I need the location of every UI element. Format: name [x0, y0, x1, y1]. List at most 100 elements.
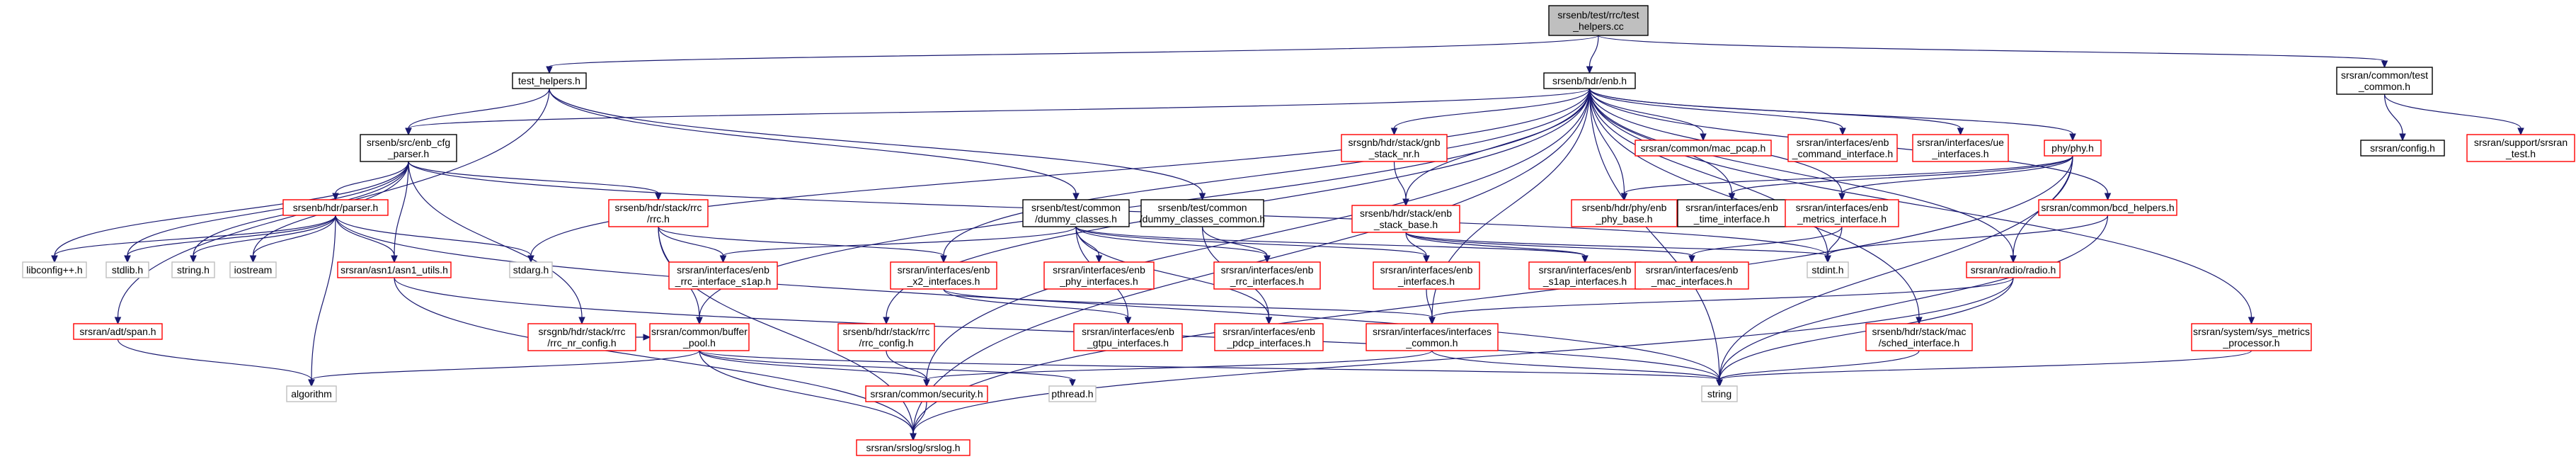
- edge-arrowhead: [1957, 128, 1964, 136]
- edge-arrowhead: [1069, 379, 1076, 387]
- edge-enb_cfg_parser-to-rrc_nr_config: [408, 161, 585, 325]
- node-rrc[interactable]: srsenb/hdr/stack/rrc/rrc.h: [608, 199, 709, 227]
- node-stdint[interactable]: stdint.h: [1807, 261, 1849, 278]
- edge-line: [926, 88, 1591, 380]
- node-label: _pool.h: [682, 337, 716, 348]
- node-radio[interactable]: srsran/radio/radio.h: [1966, 261, 2061, 278]
- node-enb[interactable]: srsenb/hdr/enb.h: [1543, 72, 1636, 89]
- node-enb-x2[interactable]: srsran/interfaces/enb_x2_interfaces.h: [890, 261, 997, 290]
- node-string[interactable]: string: [1701, 385, 1738, 402]
- node-string-h[interactable]: string.h: [171, 261, 215, 278]
- edge-arrowhead: [1824, 255, 1831, 264]
- node-mac-sched-iface[interactable]: srsenb/hdr/stack/mac/sched_interface.h: [1865, 323, 1973, 351]
- edge-enb-to-stdarg: [527, 88, 1591, 264]
- node-label: srsran/interfaces/interfaces: [1373, 326, 1492, 337]
- node-enb-rrc-s1ap[interactable]: srsran/interfaces/enb_rrc_interface_s1ap…: [668, 261, 778, 290]
- node-enb-metrics-iface[interactable]: srsran/interfaces/enb_metrics_interface.…: [1785, 199, 1899, 227]
- node-label: /sched_interface.h: [1879, 337, 1959, 348]
- edge-line: [1431, 277, 2014, 318]
- node-enb-phy-ifaces[interactable]: srsran/interfaces/enb_phy_interfaces.h: [1043, 261, 1155, 290]
- node-parser[interactable]: srsenb/hdr/parser.h: [282, 199, 389, 216]
- edge-arrowhead: [1124, 317, 1132, 325]
- node-box: [1966, 261, 2061, 278]
- node-box: [229, 261, 277, 278]
- node-iostream[interactable]: iostream: [229, 261, 277, 278]
- node-gnb-stack[interactable]: srsgnb/hdr/stack/gnb_stack_nr.h: [1341, 134, 1448, 162]
- edge-line: [1588, 88, 2073, 135]
- edge-line: [1719, 350, 2252, 380]
- edge-arrowhead: [1429, 317, 1436, 325]
- edge-arrowhead: [578, 317, 585, 325]
- edge-enb-to-gnb_stack: [1390, 88, 1591, 136]
- node-sys-metrics[interactable]: srsran/system/sys_metrics_processor.h: [2191, 323, 2312, 351]
- edge-parser-to-asn1_utils: [335, 215, 398, 264]
- edge-buffer_pool-to-pthread: [699, 350, 1076, 387]
- node-root[interactable]: srsenb/test/rrc/test_helpers.cc: [1548, 5, 1649, 36]
- edge-line: [912, 277, 2014, 434]
- node-enb-mac-ifaces[interactable]: srsran/interfaces/enb_mac_interfaces.h: [1635, 261, 1749, 290]
- node-bcd-helpers[interactable]: srsran/common/bcd_helpers.h: [2038, 199, 2177, 216]
- node-enb-time-iface[interactable]: srsran/interfaces/enb_time_interface.h: [1677, 199, 1787, 227]
- node-label: _stack_base.h: [1373, 219, 1438, 230]
- node-asn1-utils[interactable]: srsran/asn1/asn1_utils.h: [337, 261, 452, 278]
- node-label: srsenb/hdr/stack/rrc: [615, 202, 702, 213]
- node-label: srsran/interfaces/enb: [1082, 326, 1174, 337]
- node-stdarg[interactable]: stdarg.h: [509, 261, 553, 278]
- edge-arrowhead: [655, 193, 662, 201]
- node-libconfig[interactable]: libconfig++.h: [22, 261, 87, 278]
- node-label: srsran/common/buffer: [651, 326, 748, 337]
- node-ue-ifaces[interactable]: srsran/interfaces/ue_interfaces.h: [1912, 134, 2009, 162]
- node-dummy-classes-common[interactable]: srsenb/test/common/dummy_classes_common.…: [1140, 199, 1265, 227]
- node-box: [1214, 323, 1324, 351]
- node-enb-pdcp-ifaces[interactable]: srsran/interfaces/enb_pdcp_interfaces.h: [1214, 323, 1324, 351]
- node-enb-stack-base[interactable]: srsenb/hdr/stack/enb_stack_base.h: [1351, 205, 1460, 233]
- node-srslog[interactable]: srsran/srslog/srslog.h: [856, 439, 971, 456]
- node-label: _phy_base.h: [1595, 213, 1652, 225]
- node-pthread[interactable]: pthread.h: [1048, 385, 1097, 402]
- node-label: _interfaces.h: [1397, 276, 1455, 287]
- edge-arrowhead: [923, 379, 930, 387]
- node-enb-cfg-parser[interactable]: srsenb/src/enb_cfg_parser.h: [360, 134, 457, 162]
- node-enb-cmd-iface[interactable]: srsran/interfaces/enb_command_interface.…: [1787, 134, 1898, 162]
- node-enb-s1ap-ifaces[interactable]: srsran/interfaces/enb_s1ap_interfaces.h: [1528, 261, 1642, 290]
- edge-line: [1405, 232, 1427, 256]
- node-enb-rrc-ifaces[interactable]: srsran/interfaces/enb_rrc_interfaces.h: [1213, 261, 1321, 290]
- node-buffer-pool[interactable]: srsran/common/buffer_pool.h: [649, 323, 750, 351]
- edge-arrowhead: [1700, 133, 1707, 142]
- node-enb-gtpu-ifaces[interactable]: srsran/interfaces/enb_gtpu_interfaces.h: [1073, 323, 1183, 351]
- edge-arrowhead: [308, 379, 315, 387]
- node-enb-ifaces[interactable]: srsran/interfaces/enb_interfaces.h: [1373, 261, 1480, 290]
- edge-line: [1588, 35, 1599, 67]
- node-ifaces-common[interactable]: srsran/interfaces/interfaces_common.h: [1366, 323, 1499, 351]
- node-label: srsran/interfaces/enb: [1796, 202, 1889, 213]
- node-enb-phy-base[interactable]: srsenb/hdr/phy/enb_phy_base.h: [1571, 199, 1678, 227]
- node-mac-pcap[interactable]: srsran/common/mac_pcap.h: [1635, 140, 1772, 157]
- edge-test_helpers-to-dummy_classes: [549, 88, 1080, 201]
- node-common-test[interactable]: srsran/common/test_common.h: [2336, 67, 2433, 95]
- edge-line: [54, 215, 336, 256]
- edge-arrowhead: [2010, 255, 2017, 264]
- edge-line: [394, 277, 914, 434]
- node-test-helpers[interactable]: test_helpers.h: [512, 72, 587, 89]
- edge-line: [117, 339, 312, 380]
- node-label: _interfaces.h: [1931, 148, 1988, 159]
- node-label: _mac_interfaces.h: [1651, 276, 1732, 287]
- node-rrc-config[interactable]: srsenb/hdr/stack/rrc/rrc_config.h: [837, 323, 935, 351]
- node-security[interactable]: srsran/common/security.h: [865, 385, 988, 402]
- edge-enb_cfg_parser-to-rrc: [408, 161, 662, 201]
- edge-line: [658, 226, 724, 256]
- edge-arrowhead: [51, 255, 58, 264]
- node-adt-span[interactable]: srsran/adt/span.h: [73, 323, 163, 340]
- node-stdlib[interactable]: stdlib.h: [105, 261, 149, 278]
- node-phy[interactable]: phy/phy.h: [2044, 140, 2102, 157]
- node-rrc-nr-config[interactable]: srsgnb/hdr/stack/rrc/rrc_nr_config.h: [527, 323, 636, 351]
- node-label: stdint.h: [1811, 264, 1843, 276]
- node-srsran-test[interactable]: srsran/support/srsran_test.h: [2466, 134, 2575, 162]
- node-algorithm[interactable]: algorithm: [286, 385, 337, 402]
- edge-line: [1731, 155, 2073, 194]
- node-config[interactable]: srsran/config.h: [2360, 140, 2445, 157]
- edge-enb_x2-to-ifaces_common: [943, 288, 1436, 325]
- edge-enb_cfg_parser-to-parser: [332, 161, 409, 201]
- node-dummy-classes[interactable]: srsenb/test/common/dummy_classes.h: [1022, 199, 1130, 227]
- node-box: [1213, 261, 1321, 290]
